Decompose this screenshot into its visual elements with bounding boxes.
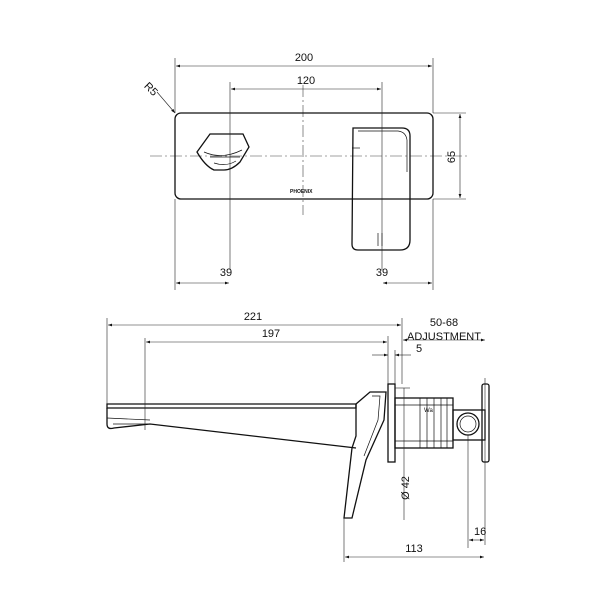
rear-fitting <box>452 378 490 545</box>
dim-corner-radius: R5 <box>141 80 176 114</box>
side-wall-plate <box>387 383 396 463</box>
svg-text:50-68: 50-68 <box>430 317 458 329</box>
svg-text:39: 39 <box>376 267 388 279</box>
front-view: PHOENIX 200 120 R5 65 <box>141 52 470 290</box>
dim-plate-thickness: 5 <box>372 343 422 384</box>
svg-text:16: 16 <box>474 526 486 538</box>
svg-text:5: 5 <box>416 343 422 355</box>
svg-text:65: 65 <box>446 151 458 163</box>
svg-text:113: 113 <box>405 543 423 555</box>
svg-text:Ø 42: Ø 42 <box>400 476 412 500</box>
dim-mixer-offset: 39 <box>376 199 434 290</box>
dim-spout-offset: 39 <box>174 199 232 290</box>
dim-plate-width: 200 <box>174 52 434 113</box>
svg-text:221: 221 <box>244 311 262 323</box>
dim-plate-height: 65 <box>433 112 466 200</box>
dim-body-diameter: Ø 42 <box>395 387 412 520</box>
lever-handle <box>343 391 387 519</box>
svg-text:ADJUSTMENT: ADJUSTMENT <box>407 331 481 343</box>
mixer-handle <box>351 127 411 251</box>
wall-plate <box>174 112 434 200</box>
svg-text:39: 39 <box>220 267 232 279</box>
svg-text:R5: R5 <box>141 80 159 98</box>
dim-depth-to-wall: 113 <box>343 518 484 562</box>
svg-text:197: 197 <box>262 328 280 340</box>
svg-text:120: 120 <box>297 75 315 87</box>
dim-rear-offset: 16 <box>467 435 486 548</box>
side-view: Wa Ø 42 221 197 <box>106 311 490 562</box>
dim-spout-projection: 197 <box>144 328 389 430</box>
svg-text:200: 200 <box>295 52 313 64</box>
brand-logo: PHOENIX <box>290 189 313 195</box>
spout-outlet <box>196 133 250 171</box>
spout-body <box>106 403 357 409</box>
dim-adjustment: 50-68 ADJUSTMENT <box>403 317 485 343</box>
dim-projection-total: 221 <box>106 311 403 404</box>
svg-text:Wa: Wa <box>424 408 433 414</box>
dim-center-spacing: 120 <box>229 75 383 270</box>
